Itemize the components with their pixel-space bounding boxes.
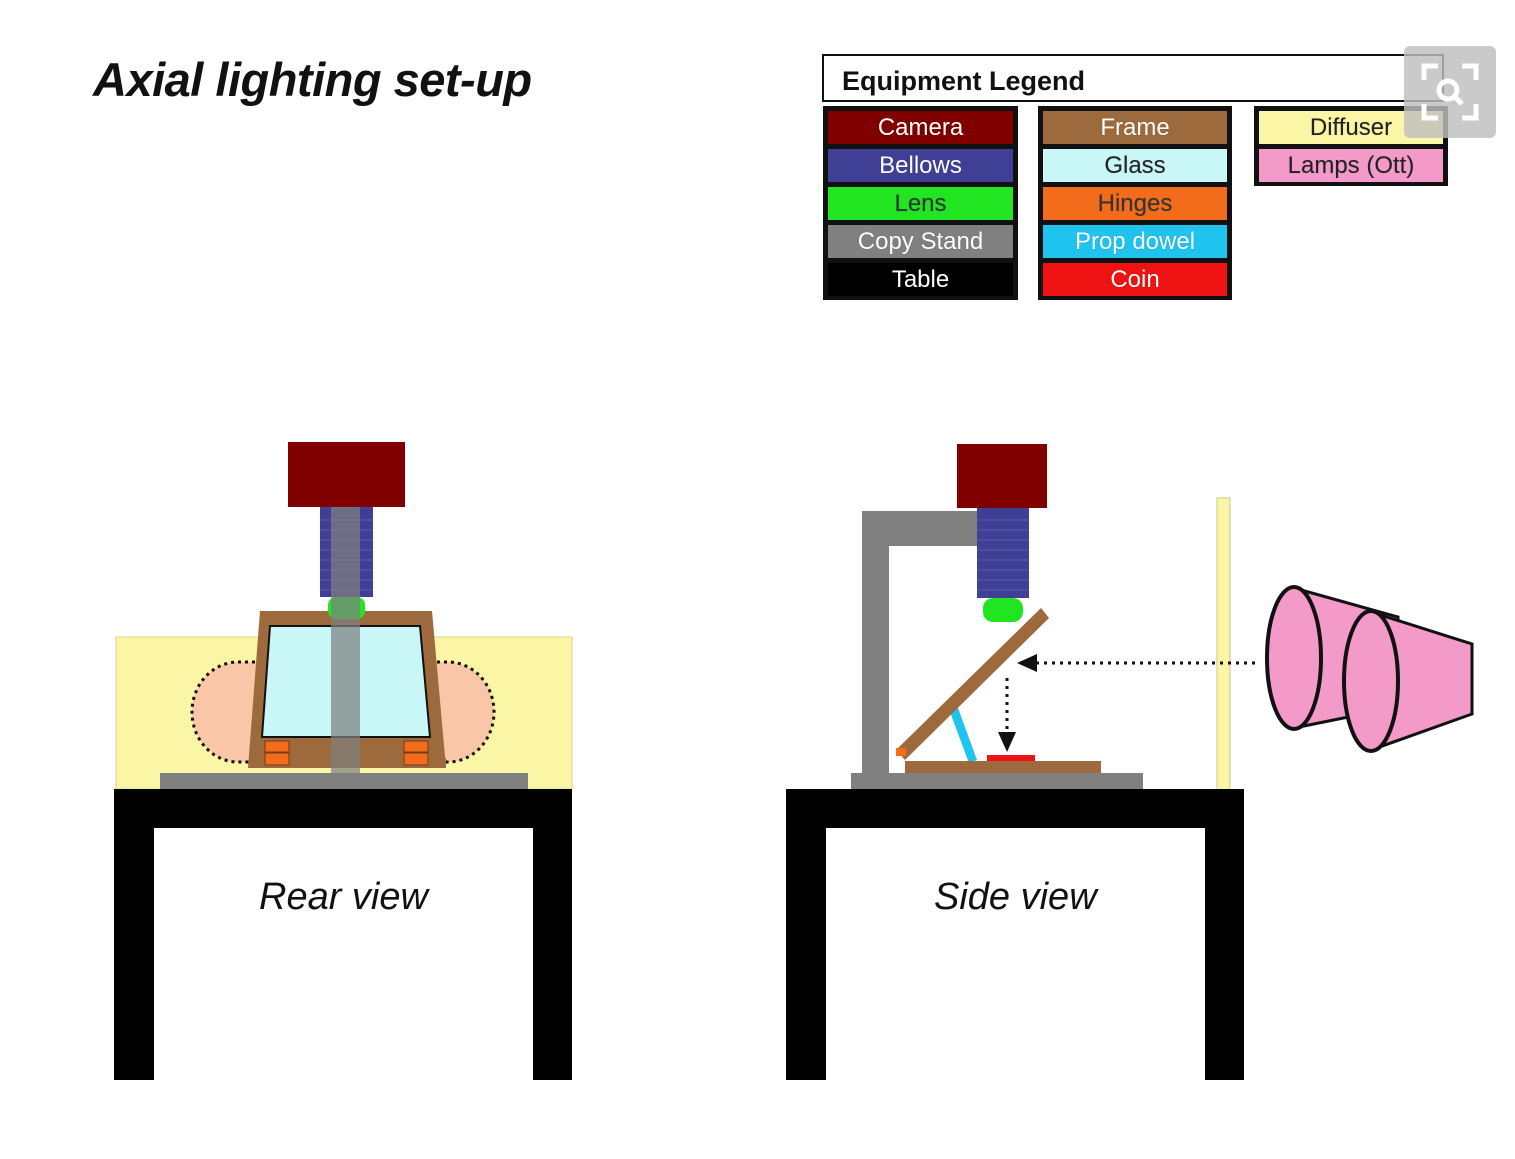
rear-copy-stand-column [331, 507, 360, 775]
arrow-head-down [998, 732, 1016, 752]
legend-item-copy-stand: Copy Stand [828, 225, 1013, 258]
legend-item-prop-dowel: Prop dowel [1043, 225, 1227, 258]
side-hinge [896, 748, 906, 756]
legend-title: Equipment Legend [842, 66, 1085, 96]
legend-item-lamps-ott: Lamps (Ott) [1259, 149, 1443, 182]
rear-view-label: Rear view [259, 876, 428, 918]
rear-hinge-right-top [403, 740, 429, 753]
legend-item-coin: Coin [1043, 263, 1227, 296]
side-frame-base [905, 761, 1101, 773]
side-table [786, 789, 1244, 1080]
rear-copy-stand-base [160, 773, 528, 789]
legend-item-glass: Glass [1043, 149, 1227, 182]
arrow-head-left [1017, 654, 1037, 672]
side-copy-stand-base [851, 773, 1143, 789]
side-prop-dowel [950, 708, 977, 763]
rear-table [114, 789, 572, 1080]
side-view-label: Side view [934, 876, 1097, 918]
legend-item-bellows: Bellows [828, 149, 1013, 182]
legend-item-table: Table [828, 263, 1013, 296]
legend-item-frame: Frame [1043, 111, 1227, 144]
legend-header: Equipment Legend [822, 54, 1444, 102]
rear-view-group [114, 442, 573, 1080]
legend-item-camera: Camera [828, 111, 1013, 144]
page-title: Axial lighting set-up [93, 53, 532, 106]
legend-item-lens: Lens [828, 187, 1013, 220]
rear-hinge-left-top [264, 740, 290, 753]
rear-hinge-right-bottom [403, 752, 429, 766]
lamp-front [1342, 609, 1474, 753]
zoom-button[interactable] [1404, 46, 1496, 138]
rear-hinge-left-bottom [264, 752, 290, 766]
side-lens [983, 598, 1023, 622]
side-bellows-ribs [977, 519, 1029, 591]
legend-item-hinges: Hinges [1043, 187, 1227, 220]
side-coin [987, 755, 1035, 761]
side-diffuser [1216, 497, 1231, 791]
side-copy-stand-arm [862, 511, 977, 773]
rear-lamp-glow-right [428, 660, 496, 764]
side-camera [957, 444, 1047, 508]
side-frame-lid [896, 608, 1049, 760]
rear-lamp-glow-left [190, 660, 264, 764]
side-view-group [786, 444, 1474, 1080]
rear-camera [288, 442, 405, 507]
expand-search-icon [1421, 63, 1479, 121]
side-bellows [977, 508, 1029, 598]
